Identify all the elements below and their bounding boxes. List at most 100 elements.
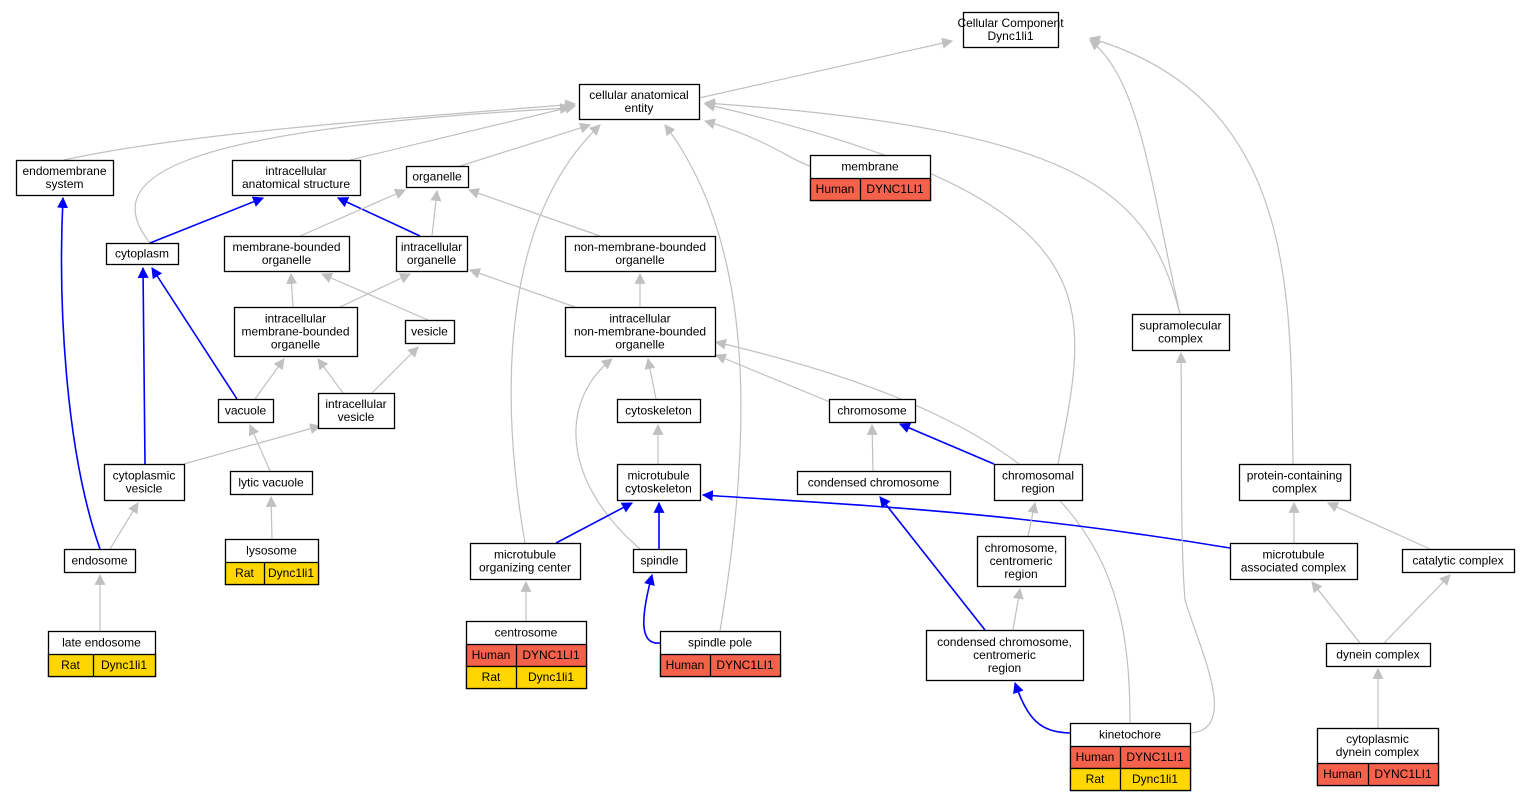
- node-box: [564, 235, 717, 273]
- edge-moc-to-cae-is-a: [510, 124, 601, 544]
- node-box: [63, 548, 137, 574]
- node-box: [229, 470, 314, 496]
- edge-cae-to-root-is-a: [698, 37, 954, 99]
- node-cytoskeleton[interactable]: cytoskeleton: [616, 398, 702, 424]
- node-label: region: [1004, 567, 1037, 581]
- node-label: vesicle: [411, 325, 448, 339]
- edge-cytoskeleton-to-inmbo-is-a: [644, 357, 657, 400]
- node-box: [15, 159, 115, 197]
- node-box: [223, 235, 351, 273]
- node-label: complex: [1272, 482, 1317, 496]
- edge-ccr-to-cr-is-a: [1027, 501, 1039, 537]
- edge-endosys-to-cae-is-a: [63, 99, 577, 161]
- node-label: organelle: [615, 253, 665, 267]
- node-box: [578, 83, 701, 121]
- node-label: lysosome: [246, 544, 297, 558]
- annotation-species: Human: [666, 658, 705, 672]
- annotation-gene: Dync1li1: [101, 658, 147, 672]
- node-box: [1131, 313, 1231, 352]
- node-catc[interactable]: catalytic complex: [1401, 548, 1516, 574]
- node-label: system: [45, 177, 83, 191]
- node-box: [404, 319, 456, 345]
- node-label: vacuole: [225, 404, 267, 418]
- annotation-species: Rat: [482, 670, 501, 684]
- edge-mac-to-mtcs-part-of: [701, 490, 1231, 549]
- node-cytoplasm[interactable]: cytoplasm: [105, 242, 180, 266]
- edge-sp-to-spindle-part-of: [643, 573, 661, 644]
- node-vacuole[interactable]: vacuole: [217, 398, 275, 424]
- annotation-gene: Dync1li1: [268, 566, 314, 580]
- node-label: non-membrane-bounded: [574, 325, 706, 339]
- node-label: lytic vacuole: [238, 476, 304, 490]
- node-label: centromeric: [990, 554, 1053, 568]
- node-label: organelle: [615, 338, 665, 352]
- node-endosome[interactable]: endosome: [63, 548, 137, 574]
- node-chromosome[interactable]: chromosome: [828, 398, 917, 424]
- node-label: cytoplasmic: [113, 469, 176, 483]
- node-label: intracellular: [609, 312, 670, 326]
- node-label: intracellular: [265, 312, 326, 326]
- edge-organelle-to-cae-is-a: [459, 122, 592, 167]
- edge-chromosome-to-inmbo-is-a: [714, 353, 831, 403]
- node-label: microtubule: [494, 548, 556, 562]
- node-label: vesicle: [338, 410, 375, 424]
- node-box: [993, 463, 1084, 502]
- node-cc[interactable]: condensed chromosome: [796, 470, 952, 496]
- annotation-species: Human: [472, 648, 511, 662]
- annotation-row: [1069, 767, 1192, 792]
- node-label: Dync1li1: [987, 29, 1033, 43]
- node-label: cellular anatomical: [589, 88, 688, 102]
- annotation-row: [47, 653, 157, 678]
- node-dc[interactable]: dynein complex: [1325, 642, 1432, 668]
- node-spindle[interactable]: spindle: [632, 548, 688, 574]
- node-label: endomembrane: [22, 164, 106, 178]
- node-inmbo[interactable]: intracellularnon-membrane-boundedorganel…: [564, 306, 717, 358]
- node-label: complex: [1158, 332, 1203, 346]
- node-box: [1229, 542, 1359, 581]
- node-label: membrane-bounded: [232, 240, 340, 254]
- node-vesicle[interactable]: vesicle: [404, 319, 456, 345]
- node-label: membrane: [841, 160, 899, 174]
- node-organelle[interactable]: organelle: [405, 165, 470, 189]
- node-label: supramolecular: [1139, 319, 1221, 333]
- node-box: [925, 629, 1085, 682]
- node-label: endosome: [71, 554, 127, 568]
- edge-io-to-ias-part-of: [337, 197, 421, 237]
- node-label: chromosomal: [1002, 469, 1074, 483]
- node-label: cytoskeleton: [625, 404, 692, 418]
- node-label: protein-containing: [1247, 469, 1342, 483]
- edge-cr-to-chromosome-part-of: [898, 422, 995, 465]
- annotation-gene: Dync1li1: [528, 670, 574, 684]
- annotation-gene: Dync1li1: [1132, 772, 1178, 786]
- edge-vesicle-to-mbo-is-a: [320, 272, 429, 321]
- node-lv[interactable]: lytic vacuole: [229, 470, 314, 496]
- edge-spindle-to-inmbo-is-a: [575, 358, 641, 550]
- node-label: centromeric: [973, 648, 1036, 662]
- edge-kin-to-inmbo-is-a: [714, 338, 1131, 724]
